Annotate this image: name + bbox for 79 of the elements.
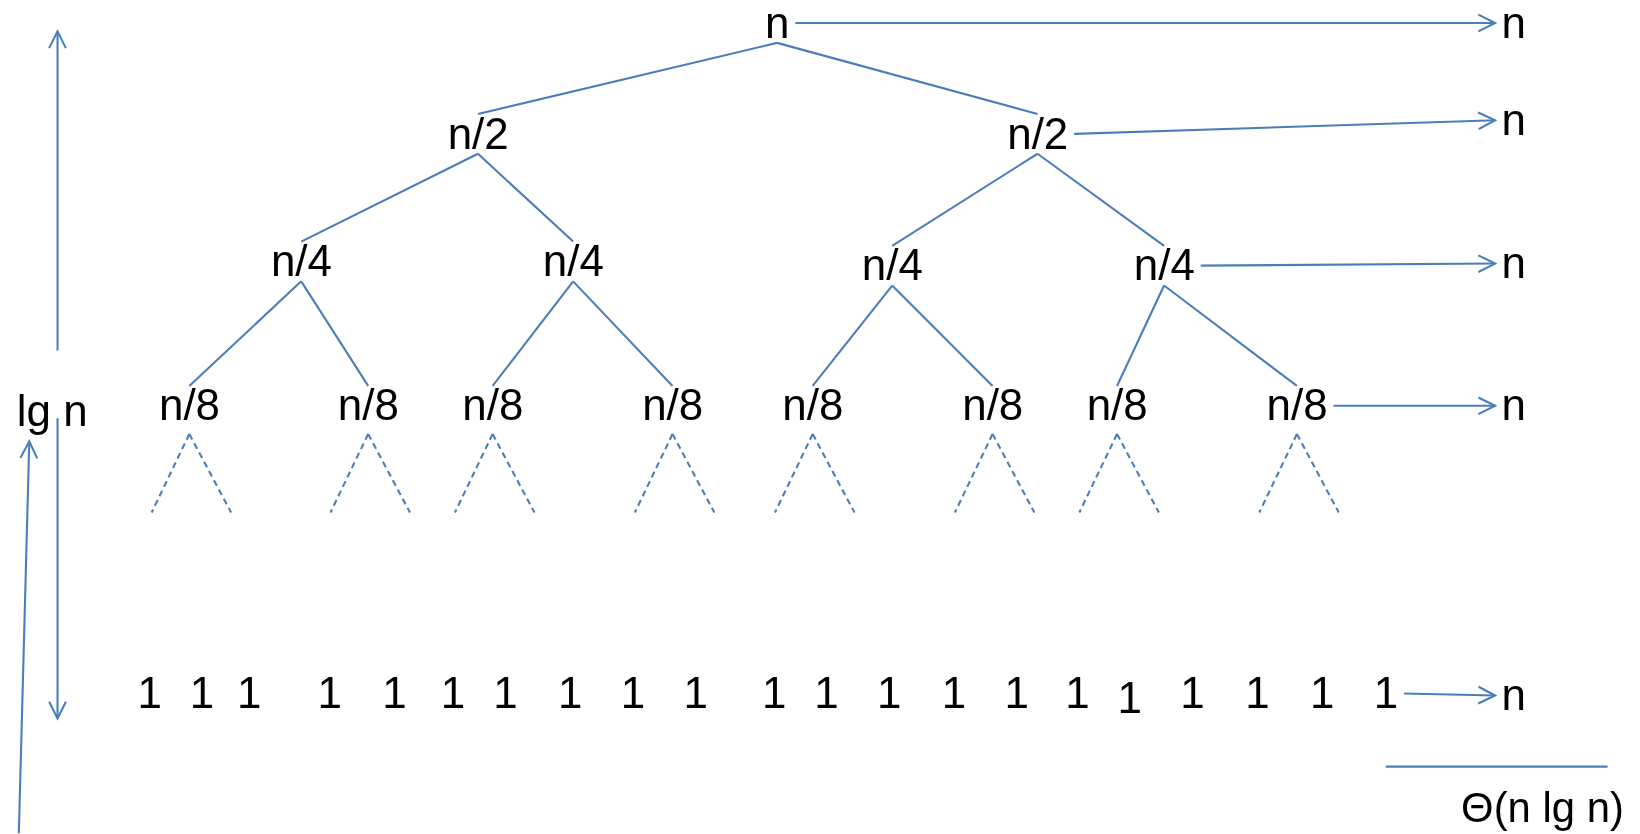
tree-branch-line — [671, 433, 716, 513]
tree-branch-line — [1258, 433, 1298, 513]
tree-branch-line — [188, 433, 233, 513]
tree-branch-line — [1116, 433, 1160, 513]
tree-branch-line — [991, 433, 1036, 513]
node-label: 1 — [814, 669, 839, 718]
node-label: n/4 — [270, 237, 332, 286]
node-label: 1 — [1065, 669, 1090, 718]
tree-branch-line — [572, 280, 674, 387]
tree-branch-line — [477, 41, 778, 115]
sum-label: Θ(n lg n) — [1461, 784, 1624, 831]
tree-branch-line — [477, 153, 574, 243]
node-label: n/8 — [782, 381, 844, 431]
tree-branch-line — [491, 433, 536, 513]
tree-branch-line — [367, 433, 411, 513]
tree-branch-line — [150, 433, 191, 513]
tree-branch-line — [891, 152, 1039, 247]
tree-branch-line — [1116, 285, 1166, 387]
node-label: 1 — [1245, 669, 1270, 718]
arrow — [795, 13, 1497, 33]
node-label: 1 — [1373, 669, 1399, 718]
node-label: n — [1501, 96, 1526, 145]
node-label: n/4 — [1133, 241, 1195, 290]
node-label: 1 — [558, 669, 583, 718]
node-label: 1 — [941, 669, 967, 718]
node-label: n — [765, 0, 790, 48]
arrow — [17, 440, 39, 834]
tree-branch-line — [454, 433, 494, 513]
node-label: 1 — [1004, 669, 1029, 718]
tree-branch-line — [774, 433, 814, 513]
node-label: n/4 — [542, 237, 604, 286]
tree-branch-line — [1078, 433, 1118, 513]
tree-branch-line — [1036, 152, 1165, 247]
tree-branch-line — [811, 433, 856, 513]
node-label: lg n — [16, 387, 88, 436]
tree-branch-line — [1163, 284, 1298, 387]
node-label: n/8 — [159, 381, 221, 431]
node-label: 1 — [1180, 669, 1205, 718]
node-label: n — [1501, 0, 1526, 48]
node-label: 1 — [620, 669, 646, 718]
node-label: n — [1501, 671, 1526, 720]
node-label: 1 — [493, 669, 518, 718]
node-label: 1 — [1310, 669, 1335, 718]
tree-branch-line — [953, 433, 994, 513]
node-label: n/4 — [861, 241, 923, 290]
node-label: 1 — [761, 669, 787, 718]
node-label: 1 — [877, 669, 902, 718]
node-label: 1 — [382, 669, 407, 718]
node-label: 1 — [189, 669, 215, 718]
tree-branch-line — [891, 284, 994, 387]
tree-branch-line — [633, 433, 674, 513]
arrow — [1333, 396, 1497, 416]
tree-branch-line — [300, 152, 479, 243]
node-label: n/8 — [642, 381, 704, 431]
arrow — [1074, 111, 1497, 135]
node-label: n/8 — [962, 381, 1024, 431]
node-label: 1 — [1117, 674, 1142, 723]
tree-branch-line — [300, 280, 370, 387]
node-label: 1 — [440, 669, 466, 718]
arrow — [1404, 685, 1497, 705]
arrow — [1200, 254, 1497, 274]
node-label: 1 — [236, 669, 262, 718]
node-label: 1 — [137, 669, 162, 718]
tree-branch-line — [188, 280, 302, 387]
node-label: n/2 — [1007, 109, 1069, 159]
tree-branch-line — [1296, 433, 1340, 513]
node-label: n/2 — [447, 109, 509, 159]
tree-branch-line — [811, 284, 893, 387]
tree-branch-line — [329, 433, 370, 513]
tree-branch-line — [776, 41, 1038, 115]
node-label: n/8 — [1086, 381, 1148, 431]
node-label: n/8 — [462, 381, 524, 431]
tree-branch-line — [491, 280, 574, 387]
node-label: 1 — [683, 669, 708, 718]
node-label: n — [1501, 381, 1526, 431]
node-label: n — [1501, 239, 1526, 288]
node-label: n/8 — [1266, 381, 1328, 431]
node-label: 1 — [317, 669, 342, 718]
node-label: n/8 — [337, 381, 399, 431]
